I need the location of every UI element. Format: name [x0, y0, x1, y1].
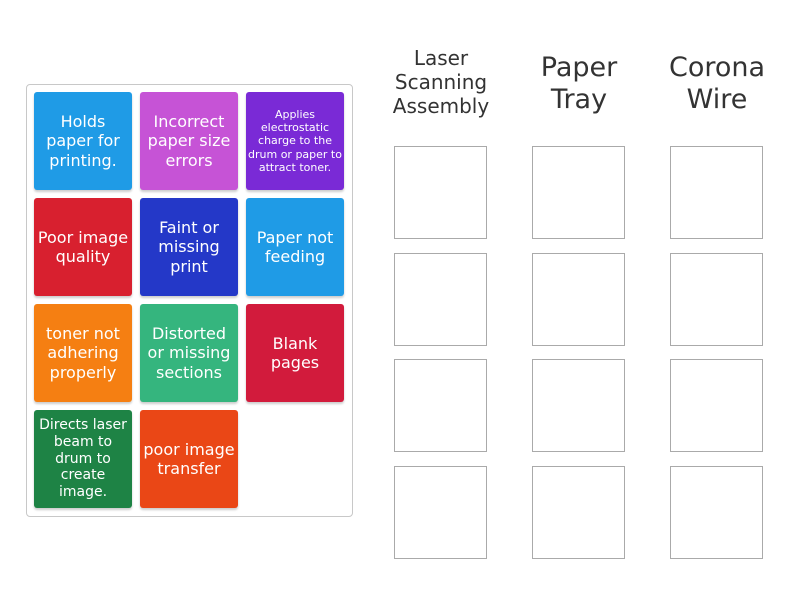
drop-zone[interactable] — [670, 466, 763, 559]
drop-zone[interactable] — [394, 146, 487, 239]
drop-zone[interactable] — [394, 359, 487, 452]
draggable-tile[interactable]: Paper not feeding — [246, 198, 344, 296]
column-header-paper-tray: Paper Tray — [540, 52, 618, 116]
drop-zone[interactable] — [532, 146, 625, 239]
draggable-tile[interactable]: Poor image quality — [34, 198, 132, 296]
draggable-tile[interactable]: Incorrect paper size errors — [140, 92, 238, 190]
draggable-tile[interactable]: Applies electrostatic charge to the drum… — [246, 92, 344, 190]
draggable-tile[interactable]: Distorted or missing sections — [140, 304, 238, 402]
drop-zone[interactable] — [670, 253, 763, 346]
drop-zone[interactable] — [394, 253, 487, 346]
draggable-tile[interactable]: Faint or missing print — [140, 198, 238, 296]
drop-zone[interactable] — [532, 359, 625, 452]
draggable-tile[interactable]: toner not adhering properly — [34, 304, 132, 402]
drop-zone[interactable] — [394, 466, 487, 559]
draggable-tile[interactable]: Blank pages — [246, 304, 344, 402]
column-header-corona-wire: Corona Wire — [668, 52, 766, 116]
drop-zone[interactable] — [670, 359, 763, 452]
draggable-tile[interactable]: poor image transfer — [140, 410, 238, 508]
draggable-tile[interactable]: Directs laser beam to drum to create ima… — [34, 410, 132, 508]
drop-zone[interactable] — [532, 466, 625, 559]
column-header-laser-scanning-assembly: Laser Scanning Assembly — [392, 46, 490, 118]
draggable-tile[interactable]: Holds paper for printing. — [34, 92, 132, 190]
drop-zone[interactable] — [532, 253, 625, 346]
drop-zone[interactable] — [670, 146, 763, 239]
